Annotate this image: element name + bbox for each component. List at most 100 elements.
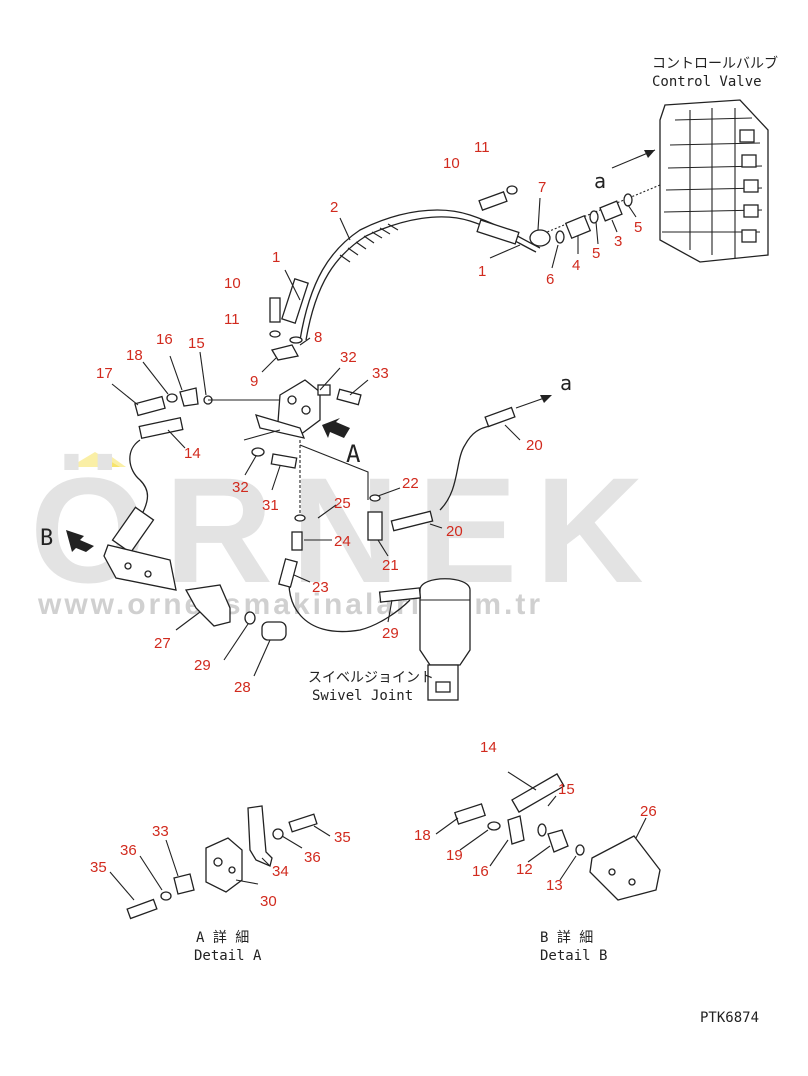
oring-6 [555, 230, 565, 244]
leader-1b [489, 244, 521, 259]
leader-21 [377, 539, 389, 557]
callout-32a: 32 [340, 349, 357, 366]
valve-block-port-1 [124, 562, 132, 570]
leader-db13 [559, 855, 577, 881]
hose-fitting-14b [111, 506, 155, 554]
callout-25: 25 [334, 495, 351, 512]
swivel-joint-label-jp: スイベルジョイント [308, 670, 434, 686]
view-b-label: B [40, 526, 53, 551]
arrow-a-upper-label: a [594, 169, 606, 193]
callout-17: 17 [96, 365, 113, 382]
leader-da36a [281, 835, 303, 849]
detail-a-washer-36b [160, 891, 172, 901]
detail-b-washer-19 [487, 821, 501, 831]
callout-8: 8 [314, 329, 322, 346]
flange-16 [179, 387, 199, 407]
washer-32b [251, 447, 265, 457]
watermark-accent-left [70, 452, 120, 467]
callout-da36b: 36 [120, 842, 137, 859]
leader-16 [169, 355, 183, 391]
callout-da30: 30 [260, 893, 277, 910]
hose-14-assembly [111, 387, 213, 554]
oring-25 [294, 514, 306, 522]
valve-block-body [103, 544, 177, 591]
leader-block-to-21 [299, 444, 369, 500]
bolt-set-31 [251, 447, 298, 469]
detail-a-block [205, 837, 243, 893]
parts-27-28-29 [184, 584, 287, 641]
swivel-joint-body [419, 578, 471, 666]
control-valve-sections [662, 117, 763, 233]
oring-8 [289, 336, 303, 344]
callout-29a: 29 [382, 625, 399, 642]
control-valve: コントロールバルブ Control Valve [652, 55, 778, 263]
washer-11a [506, 185, 518, 195]
hose-23 [278, 440, 411, 633]
callout-29b: 29 [194, 657, 211, 674]
elbow-21 [367, 511, 383, 541]
callout-3: 3 [614, 233, 622, 250]
oring-22 [369, 494, 381, 502]
bolt-17 [134, 395, 166, 417]
callout-db18: 18 [414, 827, 431, 844]
swivel-joint-label-en: Swivel Joint [312, 688, 413, 704]
leader-27 [175, 611, 201, 631]
detail-b-oring-13 [575, 844, 585, 856]
callout-db12: 12 [516, 861, 533, 878]
leader-db15 [547, 795, 557, 807]
leader-5a [595, 221, 599, 245]
hose-23-path [288, 574, 411, 633]
ppc-block [243, 379, 362, 441]
detail-b-oring-15 [537, 823, 547, 837]
detail-b-label-en: Detail B [540, 948, 607, 964]
arrow-head [644, 150, 655, 158]
leader-17 [111, 383, 139, 406]
bolt-10b [269, 297, 281, 323]
control-valve-spool-lines [689, 108, 736, 258]
bolt-set-upper-right [478, 185, 518, 211]
callout-11b: 11 [224, 311, 240, 328]
callout-22: 22 [402, 475, 419, 492]
detail-a-label-en: Detail A [194, 948, 262, 964]
hose-fitting-23 [278, 558, 298, 588]
leader-28 [253, 639, 271, 677]
callout-18: 18 [126, 347, 143, 364]
detail-a-bolt-35b [126, 898, 158, 920]
adapter-3 [599, 200, 623, 222]
leader-31 [271, 465, 281, 491]
valve-block-left: B [40, 526, 177, 591]
callout-21: 21 [382, 557, 399, 574]
detail-b-port-1 [608, 868, 616, 876]
callout-da34: 34 [272, 863, 289, 880]
leader-7 [537, 197, 541, 231]
callout-7: 7 [538, 179, 546, 196]
callout-14: 14 [184, 445, 201, 462]
leader-1a [284, 269, 301, 301]
callout-33: 33 [372, 365, 389, 382]
callout-2: 2 [330, 199, 338, 216]
leader-da35b [109, 871, 135, 901]
ppc-port-1 [287, 395, 297, 405]
control-valve-cap-2 [741, 154, 757, 168]
leader-3 [611, 219, 618, 233]
split-flange-9 [270, 344, 299, 361]
leader-20b [429, 523, 443, 529]
hose-2-spiral [339, 223, 399, 263]
drawing-code: PTK6874 [700, 1010, 759, 1026]
hose-20-path [439, 425, 491, 511]
callout-db26: 26 [640, 803, 657, 820]
port-arrow-a-upper: a [594, 149, 656, 193]
callout-db13: 13 [546, 877, 563, 894]
oring-5a [623, 193, 633, 207]
control-valve-label-jp: コントロールバルブ [652, 55, 778, 72]
detail-a-clip-33 [173, 873, 195, 895]
detail-a-bolt-35a [288, 813, 318, 833]
view-arrow-b-icon [66, 530, 94, 552]
callout-20b: 20 [446, 523, 463, 540]
control-valve-label-en: Control Valve [652, 74, 762, 90]
hose-14-path [129, 439, 149, 519]
callout-11a: 11 [474, 139, 490, 156]
callout-32b: 32 [232, 479, 249, 496]
callout-da35b: 35 [90, 859, 107, 876]
callout-da36a: 36 [304, 849, 321, 866]
